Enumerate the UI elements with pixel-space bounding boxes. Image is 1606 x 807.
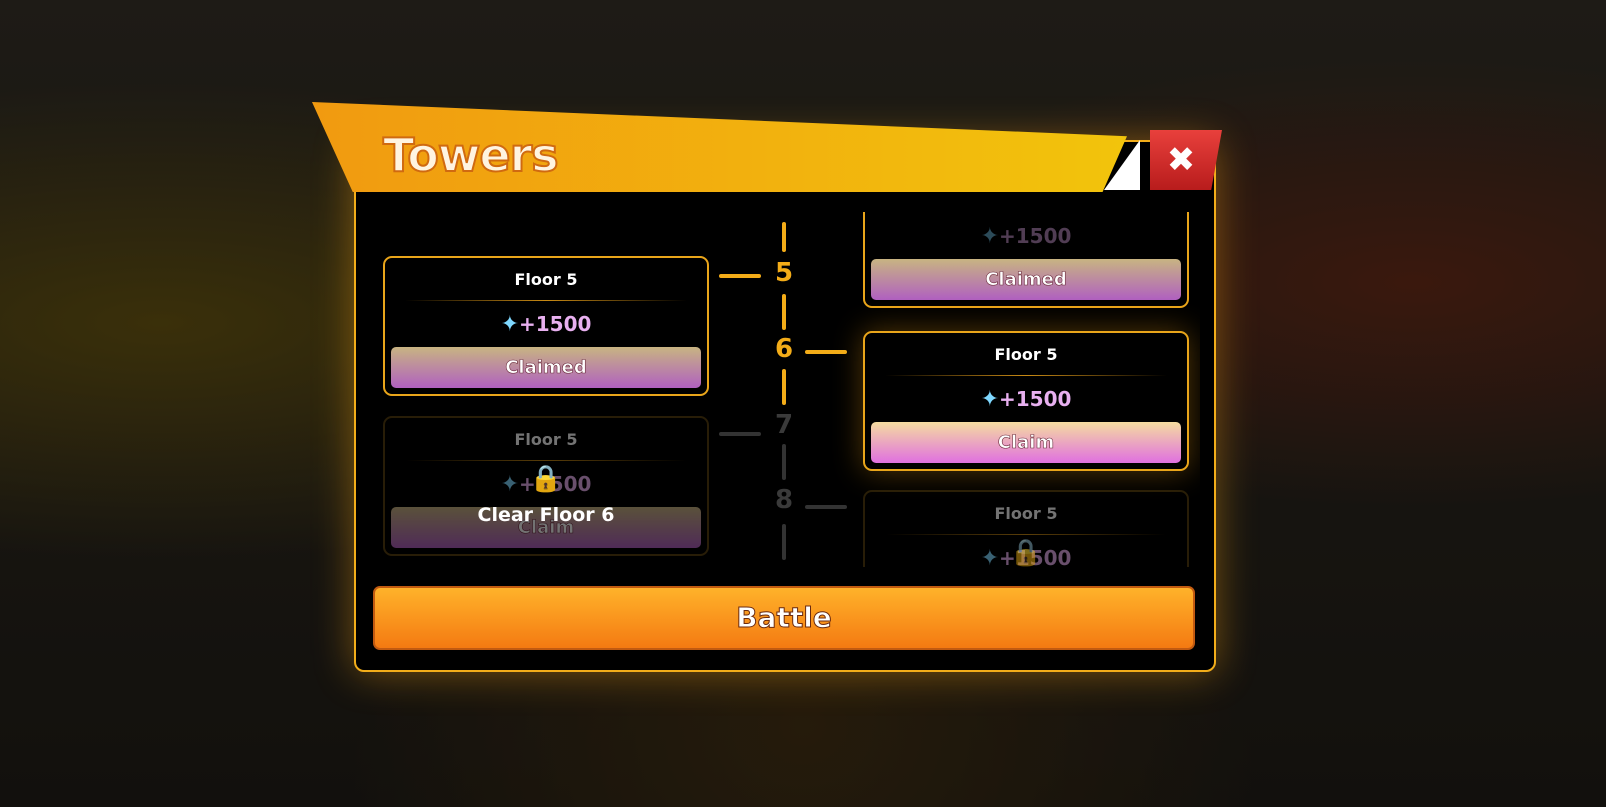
reward-amount: +1500 <box>519 312 592 336</box>
floor-card: Floor 5 ✦+1500 Claim <box>863 331 1189 471</box>
floor-label: Floor 5 <box>994 345 1058 364</box>
timeline-connector <box>719 432 761 436</box>
battle-button[interactable]: Battle <box>373 586 1195 650</box>
floor-number: 6 <box>774 334 794 364</box>
divider <box>405 300 687 301</box>
floor-label: Floor 5 <box>514 270 578 289</box>
floor-card: ✦+1500 Claimed <box>863 212 1189 308</box>
star-icon: ✦ <box>500 312 519 337</box>
star-icon: ✦ <box>980 224 999 249</box>
reward-amount: +1500 <box>519 472 592 496</box>
star-icon: ✦ <box>980 387 999 412</box>
timeline-segment <box>782 524 786 560</box>
timeline-segment <box>782 369 786 405</box>
floor-number: 7 <box>774 410 794 440</box>
close-icon: ✖ <box>1166 140 1196 180</box>
timeline-connector <box>719 274 761 278</box>
timeline-segment <box>782 444 786 480</box>
lock-overlay: 🔒 Clear Floor 6 <box>383 416 709 556</box>
reward-amount: +1500 <box>999 387 1072 411</box>
floor-card-locked: Floor 5 ✦+1500 <box>863 490 1189 567</box>
floor-number: 8 <box>774 485 794 515</box>
floors-scroll-list[interactable]: ✦+1500 Claimed Floor 5 ✦+1500 Claimed Fl… <box>370 212 1200 567</box>
floor-number: 5 <box>774 258 794 288</box>
timeline-connector <box>805 505 847 509</box>
window-title: Towers <box>382 127 560 183</box>
lock-icon: 🔒 <box>529 464 563 494</box>
lock-icon: 🔒 <box>1009 538 1043 567</box>
floor-card-locked: Floor 5 ✦+1500 Claim <box>383 416 709 556</box>
lock-overlay: 🔒 <box>863 490 1189 567</box>
star-icon: ✦ <box>500 472 519 497</box>
reward-amount: +1500 <box>999 546 1072 567</box>
reward-amount: +1500 <box>999 224 1072 248</box>
divider <box>885 375 1167 376</box>
timeline-segment <box>782 294 786 330</box>
close-button[interactable]: ✖ <box>1150 130 1222 190</box>
claim-button[interactable]: Claim <box>871 422 1181 463</box>
floor-label: Floor 5 <box>514 430 578 449</box>
star-icon: ✦ <box>980 546 999 567</box>
divider <box>885 534 1167 535</box>
divider <box>405 460 687 461</box>
claimed-button[interactable]: Claimed <box>871 259 1181 300</box>
timeline-connector <box>805 350 847 354</box>
claimed-button[interactable]: Claimed <box>391 347 701 388</box>
floor-card: Floor 5 ✦+1500 Claimed <box>383 256 709 396</box>
claim-button-disabled: Claim <box>391 507 701 548</box>
timeline-segment <box>782 222 786 252</box>
floor-label: Floor 5 <box>994 504 1058 523</box>
lock-message: Clear Floor 6 <box>477 504 615 526</box>
